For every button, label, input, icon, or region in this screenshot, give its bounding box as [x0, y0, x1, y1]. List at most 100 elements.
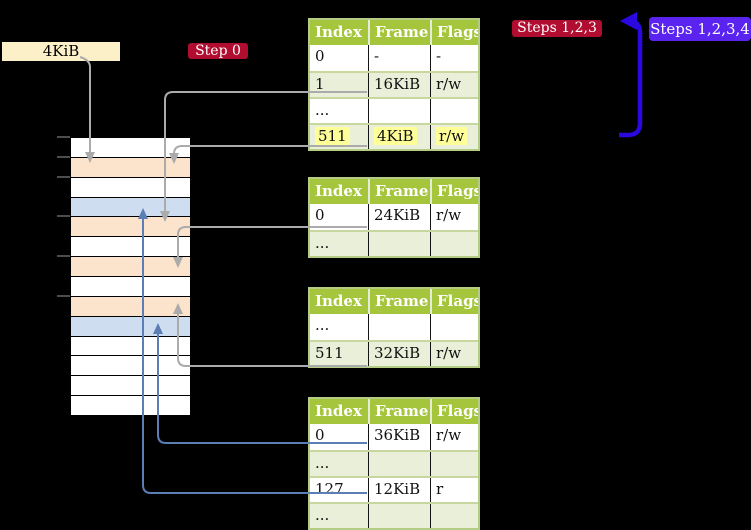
table-cell: r/w — [430, 204, 478, 230]
cell-text: r/w — [436, 206, 462, 224]
table-cell: r — [430, 478, 478, 502]
cell-text: r/w — [436, 75, 462, 93]
memory-frame-row-white — [71, 375, 190, 396]
table-cell: r/w — [430, 424, 478, 450]
page-size-label: 4KiB — [2, 42, 120, 61]
table-cell: 0 — [310, 424, 368, 450]
table-cell: 511 — [310, 342, 368, 366]
table-cell: - — [368, 45, 430, 71]
table-cell: 0 — [310, 45, 368, 71]
cell-text: 32KiB — [374, 344, 421, 362]
cell-text: ... — [315, 234, 330, 252]
table-cell: 127 — [310, 478, 368, 502]
table-cell: 1 — [310, 73, 368, 97]
column-header-flags: Flags — [430, 289, 478, 314]
memory-frame-row-orange — [71, 156, 190, 177]
cell-text: 24KiB — [374, 206, 421, 224]
table-cell: ... — [310, 504, 368, 528]
table-cell — [430, 99, 478, 123]
column-header-frame: Frame — [368, 179, 430, 204]
column-header-flags: Flags — [430, 20, 478, 45]
table-cell: 32KiB — [368, 342, 430, 366]
highlighted-cell-text: 511 — [315, 127, 350, 145]
table-cell: 4KiB — [368, 125, 430, 149]
column-header-frame: Frame — [368, 289, 430, 314]
cell-text: 0 — [315, 206, 325, 224]
cell-text: ... — [315, 454, 330, 472]
memory-frame-row-white — [71, 355, 190, 376]
table-cell — [368, 504, 430, 528]
memory-frame-row-blue — [71, 196, 190, 217]
table-cell — [368, 314, 430, 340]
table-row: 511 4KiB r/w — [310, 123, 478, 149]
table-cell — [430, 452, 478, 476]
column-header-frame: Frame — [368, 20, 430, 45]
cell-text: r/w — [436, 344, 462, 362]
table-cell: ... — [310, 99, 368, 123]
memory-frame-row-orange — [71, 295, 190, 316]
table-cell — [368, 99, 430, 123]
table-cell: 511 — [310, 125, 368, 149]
table-cell: 24KiB — [368, 204, 430, 230]
table-cell: r/w — [430, 125, 478, 149]
table-cell: ... — [310, 232, 368, 256]
column-header-index: Index — [315, 402, 362, 420]
physical-memory-strip — [70, 137, 191, 416]
cell-text: r — [436, 480, 444, 498]
steps1234-badge: Steps 1,2,3,4 — [649, 17, 751, 41]
cell-text: 12KiB — [374, 480, 421, 498]
cell-text: 1 — [315, 75, 325, 93]
memory-frame-row-orange — [71, 216, 190, 237]
arrowhead-left-icon — [620, 12, 637, 30]
table-cell — [430, 314, 478, 340]
table-row: 0-- — [310, 45, 478, 71]
cell-text: r/w — [436, 426, 462, 444]
memory-frame-row-blue — [71, 315, 190, 336]
table-row: ... — [310, 502, 478, 528]
table-row: ... — [310, 97, 478, 123]
memory-frame-row-white — [71, 176, 190, 197]
table-cell: ... — [310, 314, 368, 340]
memory-frame-row-white — [71, 276, 190, 296]
table-to-arrow-link-line — [481, 134, 618, 137]
table-cell — [430, 504, 478, 528]
cell-text: 16KiB — [374, 75, 421, 93]
cell-text: 0 — [315, 47, 325, 65]
table-row: 1 16KiB r/w — [310, 71, 478, 97]
steps123-badge: Steps 1,2,3 — [512, 20, 602, 37]
table-cell — [430, 232, 478, 256]
memory-frame-row-white — [71, 395, 190, 416]
memory-frame-row-orange — [71, 256, 190, 277]
table-row: 511 32KiB r/w — [310, 340, 478, 366]
table-cell: 16KiB — [368, 73, 430, 97]
table-row: 127 12KiB r — [310, 476, 478, 502]
cell-text: - — [374, 47, 380, 65]
table-cell: 36KiB — [368, 424, 430, 450]
table-row: 0 36KiB r/w — [310, 424, 478, 450]
cell-text: 0 — [315, 426, 325, 444]
memory-frame-row-white — [71, 335, 190, 356]
cell-text: ... — [315, 101, 330, 119]
table-cell — [368, 232, 430, 256]
table-cell: ... — [310, 452, 368, 476]
column-header-index: Index — [315, 182, 362, 200]
cell-text: ... — [315, 316, 330, 334]
cell-text: 127 — [315, 480, 344, 498]
cell-text: ... — [315, 506, 330, 524]
highlighted-cell-text: r/w — [436, 127, 468, 145]
table-row: 0 24KiB r/w — [310, 204, 478, 230]
steps-loop-arrow — [619, 18, 643, 138]
table-cell: 12KiB — [368, 478, 430, 502]
table-row: ... — [310, 230, 478, 256]
table-cell: 0 — [310, 204, 368, 230]
column-header-flags: Flags — [430, 179, 478, 204]
column-header-frame: Frame — [368, 399, 430, 424]
cell-text: 511 — [315, 344, 344, 362]
